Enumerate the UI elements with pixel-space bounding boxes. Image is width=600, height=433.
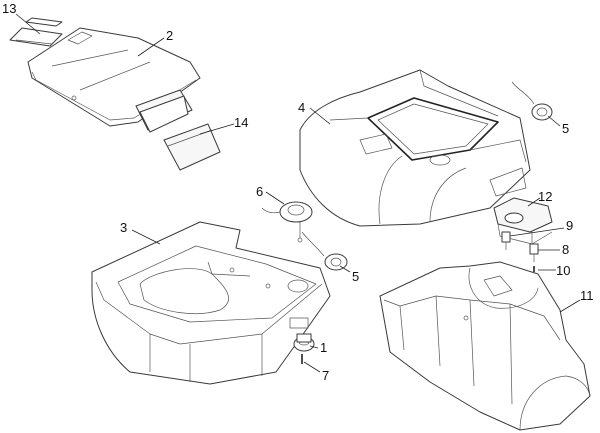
callout-12: 12 bbox=[538, 189, 552, 204]
leader-lines bbox=[15, 13, 581, 373]
part-6-cap bbox=[261, 201, 313, 243]
part-9-screw bbox=[501, 231, 511, 250]
part-1-fitting bbox=[293, 333, 315, 352]
callout-7: 7 bbox=[322, 368, 329, 383]
callout-2: 2 bbox=[166, 28, 173, 43]
part-4-upper-shroud bbox=[299, 69, 531, 227]
callout-1: 1 bbox=[320, 340, 327, 355]
callout-10: 10 bbox=[556, 263, 570, 278]
part-5-grommet-lower bbox=[301, 231, 348, 271]
callout-5-upper: 5 bbox=[562, 121, 569, 136]
part-8-screw bbox=[529, 243, 539, 262]
part-13-strip bbox=[9, 17, 63, 47]
callout-4: 4 bbox=[298, 100, 305, 115]
part-5-grommet-upper bbox=[511, 81, 553, 121]
callout-9: 9 bbox=[566, 218, 573, 233]
callout-13: 13 bbox=[2, 1, 16, 16]
part-11-front-cover bbox=[379, 261, 591, 431]
part-12-bracket bbox=[493, 197, 553, 245]
callout-3: 3 bbox=[120, 220, 127, 235]
callout-5-lower: 5 bbox=[352, 269, 359, 284]
callout-6: 6 bbox=[256, 184, 263, 199]
callout-11: 11 bbox=[580, 288, 594, 303]
callout-14: 14 bbox=[234, 115, 248, 130]
part-14-flap bbox=[135, 89, 221, 171]
callout-8: 8 bbox=[562, 242, 569, 257]
part-3-base-housing bbox=[91, 221, 331, 385]
